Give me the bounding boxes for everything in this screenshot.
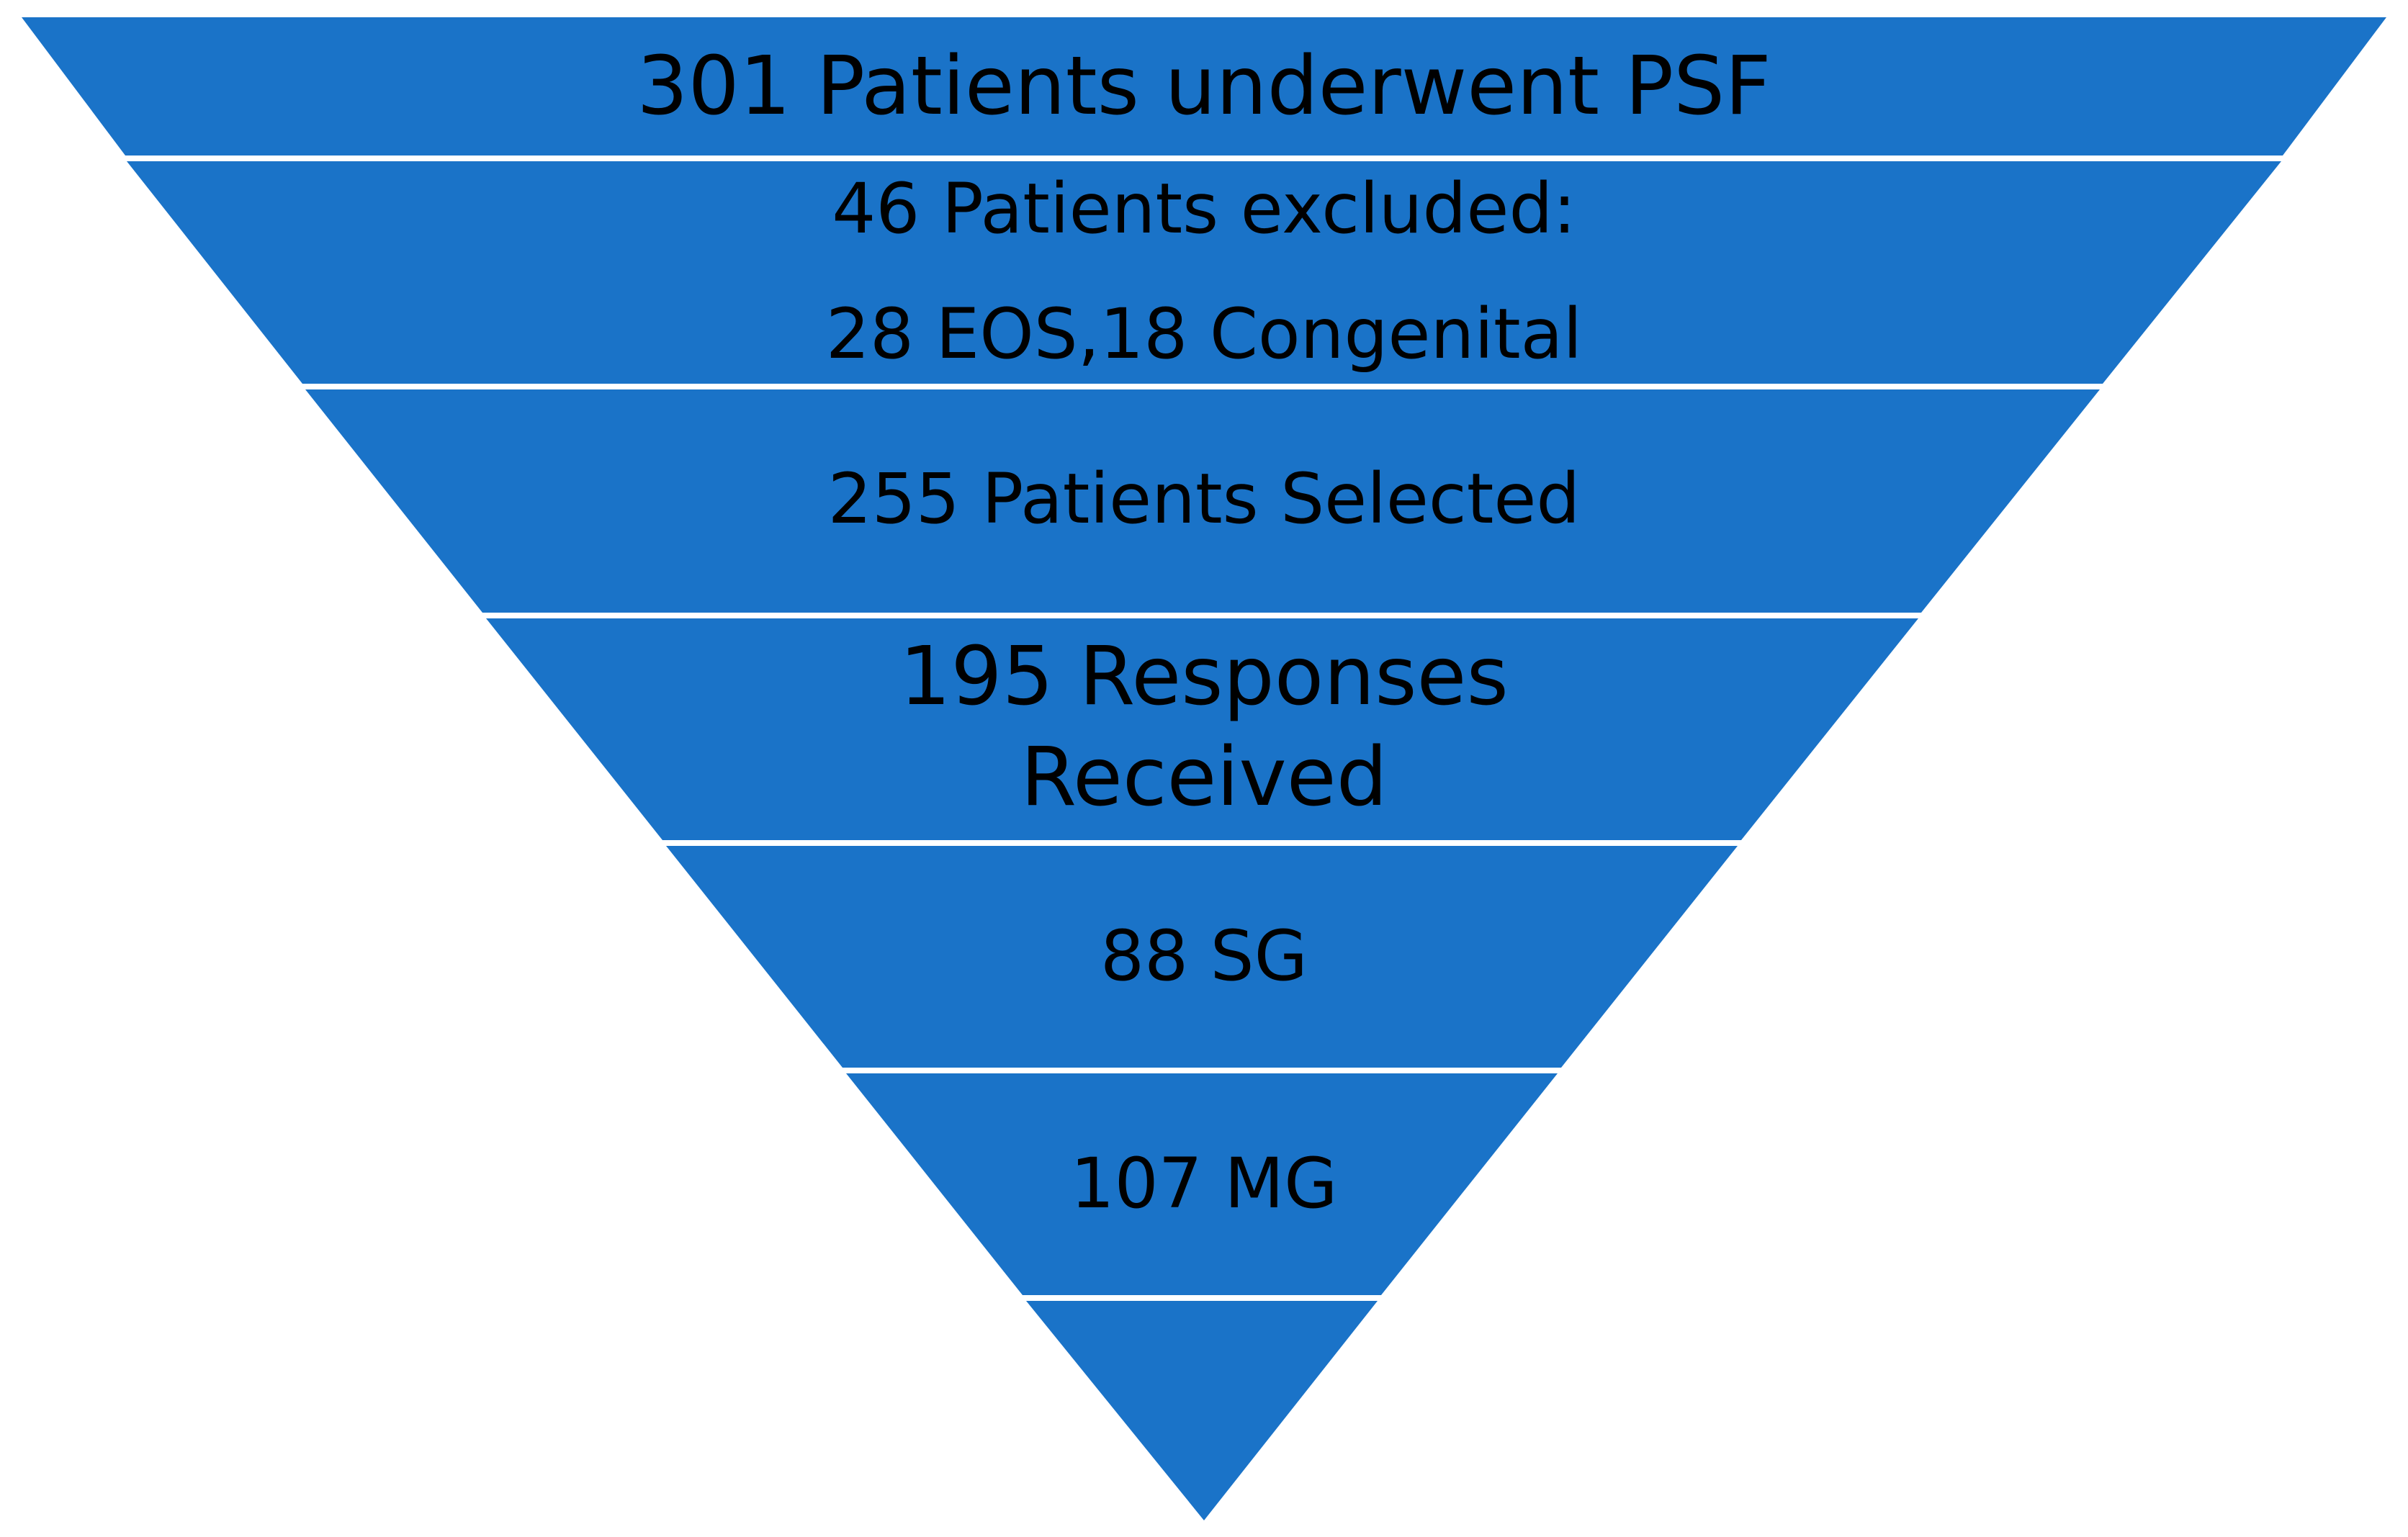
- funnel-tier-2: [127, 161, 2281, 384]
- tier-4-label-line-2: Received: [1020, 731, 1388, 824]
- tier-5-label: 88 SG: [1100, 916, 1308, 996]
- tier-6-label: 107 MG: [1070, 1143, 1338, 1224]
- tier-2-label-line-2: 28 EOS,18 Congenital: [825, 294, 1583, 374]
- tier-1-label: 301 Patients underwent PSF: [637, 40, 1771, 133]
- funnel-tier-6: [846, 1073, 1558, 1295]
- funnel-tier-5: [666, 846, 1738, 1068]
- tier-3-label: 255 Patients Selected: [827, 459, 1581, 539]
- tier-2-label-line-1: 46 Patients excluded:: [832, 168, 1576, 249]
- tier-4-label-line-1: 195 Responses: [899, 630, 1509, 724]
- funnel-tier-4: [486, 618, 1918, 840]
- funnel-tier-7: [1026, 1301, 1378, 1520]
- funnel-tier-3: [305, 389, 2100, 613]
- funnel-tier-1: [22, 17, 2386, 155]
